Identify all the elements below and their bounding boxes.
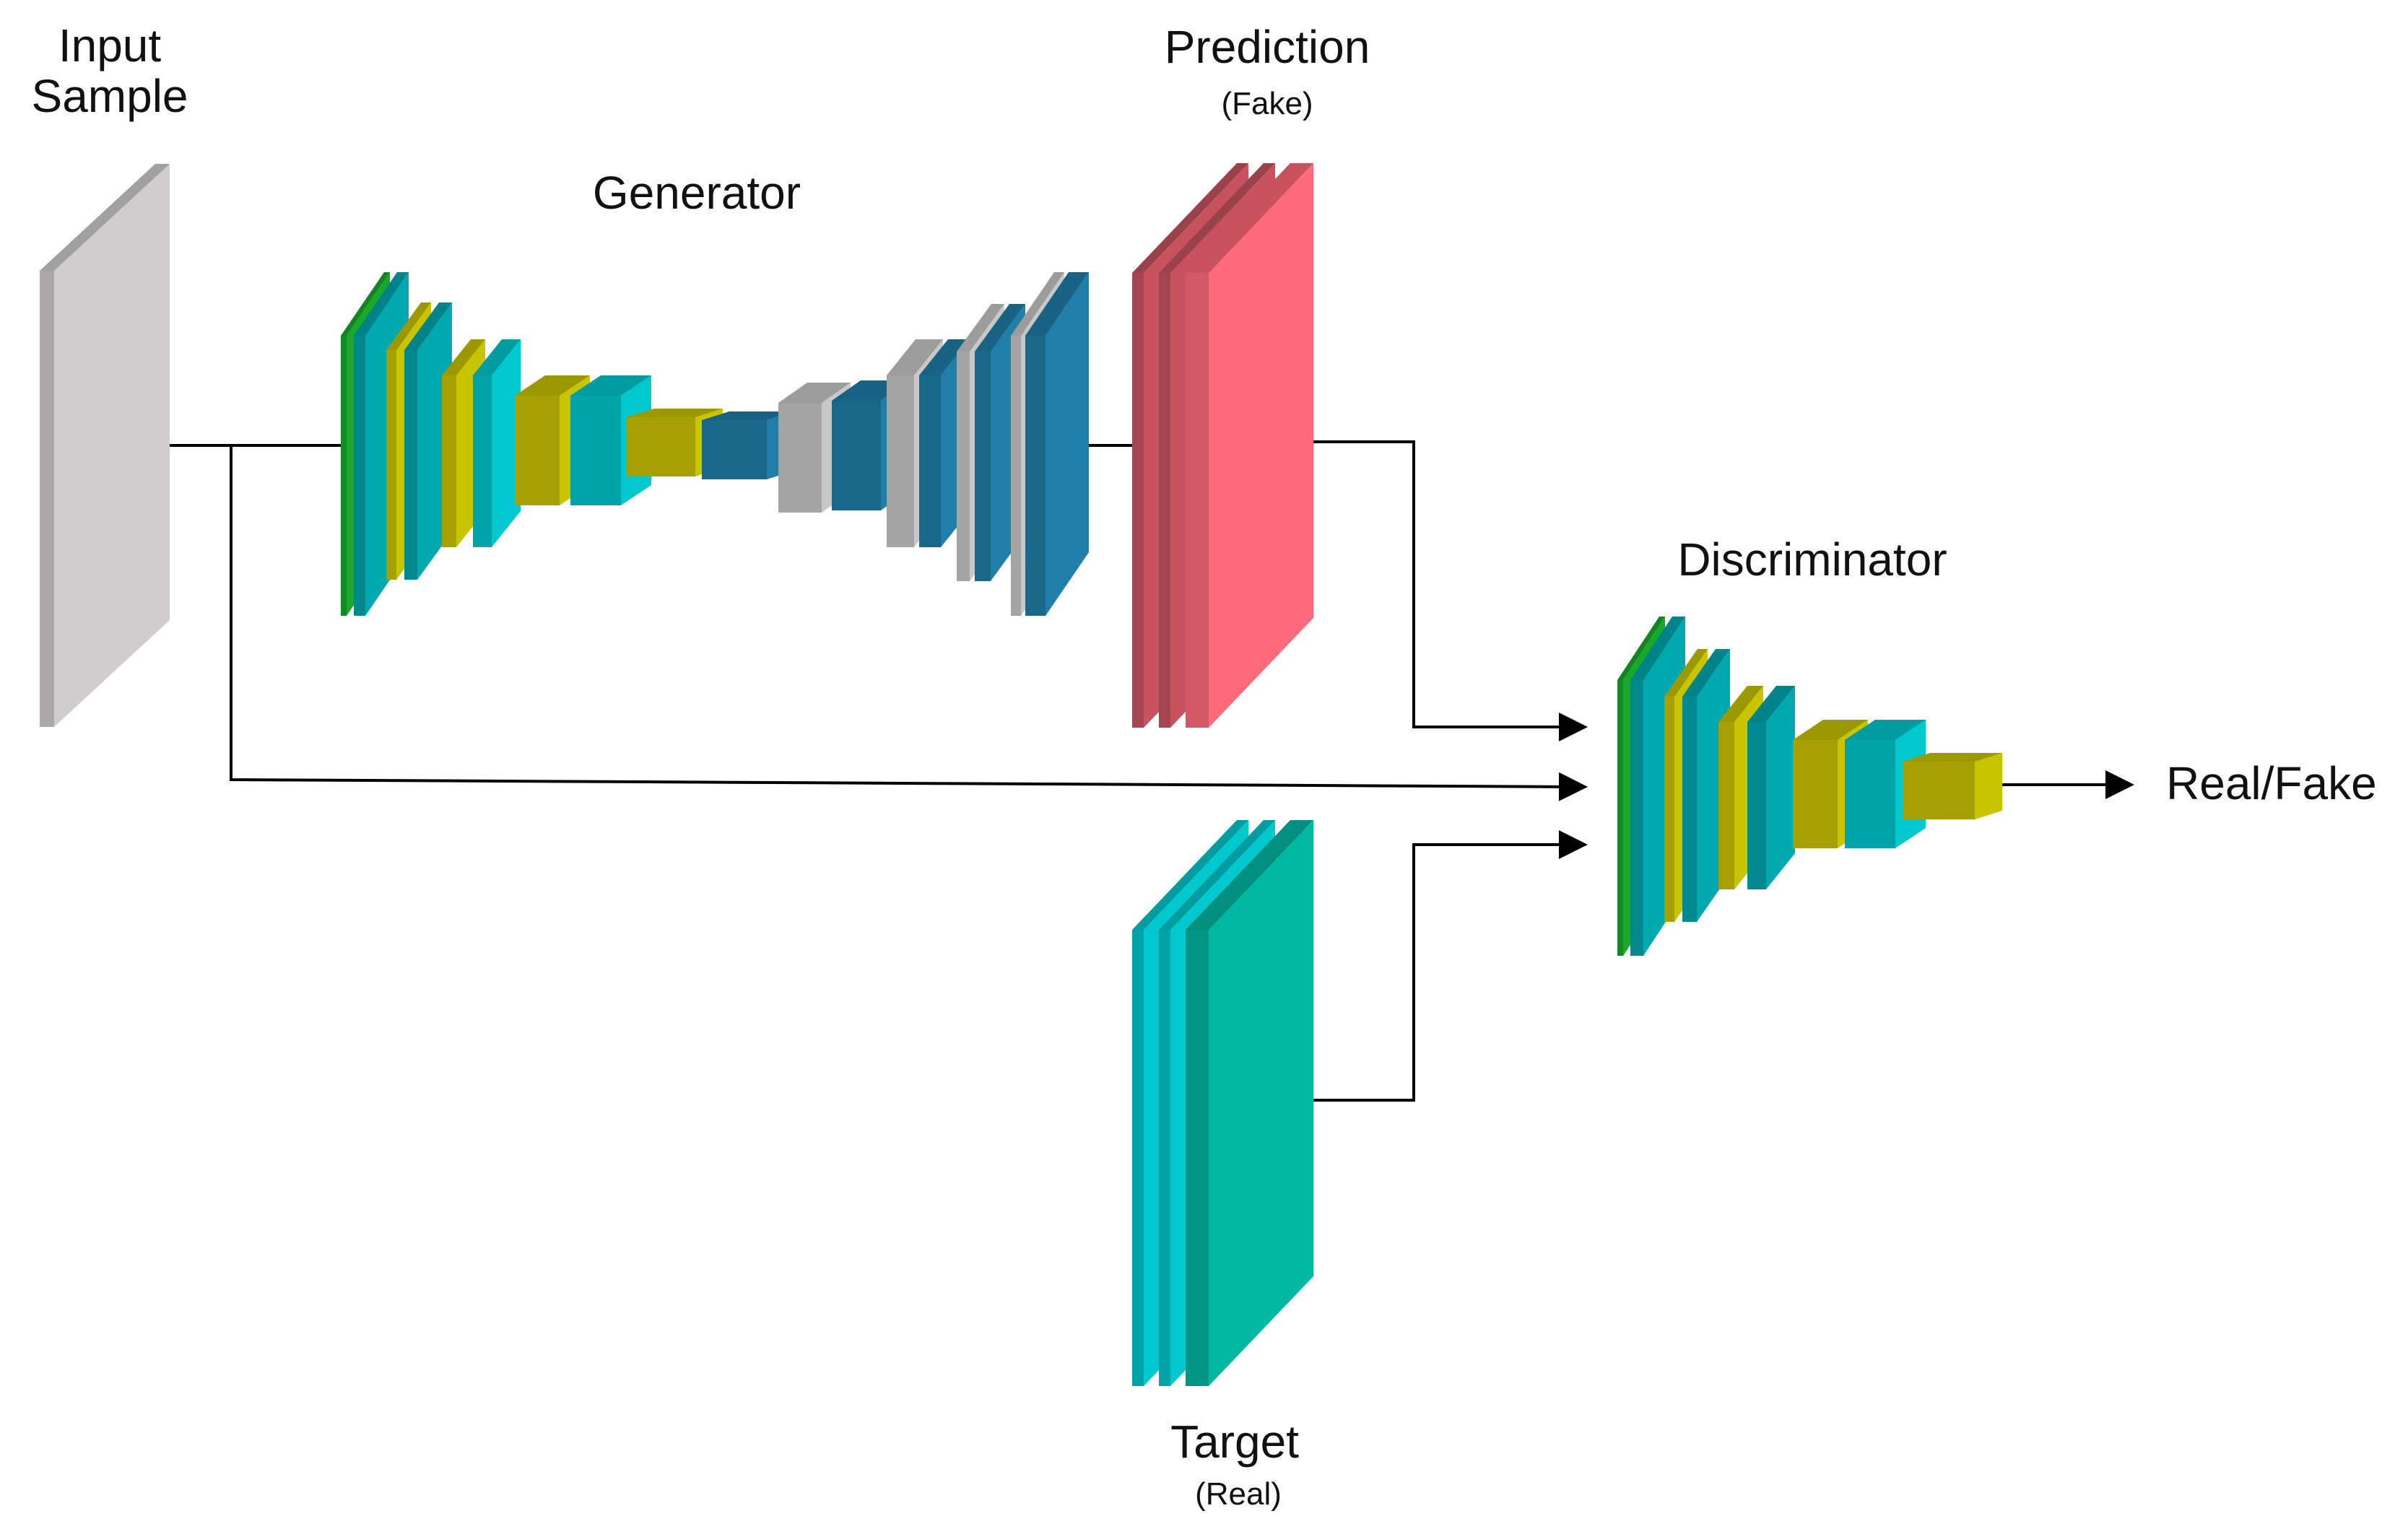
generator-layer-6 — [473, 339, 521, 547]
prediction-stack — [1132, 163, 1313, 728]
prediction-sublabel: (Fake) — [1221, 86, 1313, 121]
real-fake-output-label: Real/Fake — [2166, 757, 2377, 809]
target-stack — [1132, 820, 1313, 1386]
prediction-label: Prediction — [1164, 21, 1370, 73]
discriminator-layer-6 — [1747, 686, 1795, 889]
target-slab-3 — [1186, 820, 1313, 1386]
discriminator-network — [1617, 617, 2002, 956]
input-label-line1: Input — [58, 19, 162, 71]
input-sample-slab — [40, 164, 170, 727]
input-sample-label: Input Sample — [32, 20, 188, 122]
prediction-to-discriminator-arrow — [1251, 440, 1588, 741]
target-label: Target — [1170, 1416, 1299, 1468]
target-to-discriminator-arrow — [1251, 830, 1588, 1102]
target-sublabel: (Real) — [1195, 1476, 1282, 1512]
input-label-line2: Sample — [31, 70, 188, 123]
generator-layer-18 — [1025, 272, 1089, 616]
connectors — [139, 440, 2134, 1102]
discriminator-label: Discriminator — [1677, 533, 1947, 585]
prediction-slab-3 — [1186, 163, 1313, 728]
input-to-discriminator-arrow — [230, 445, 1588, 801]
generator-network — [341, 272, 1089, 616]
input-sample-block — [40, 164, 170, 727]
generator-label: Generator — [592, 167, 801, 219]
discriminator-layer-9 — [1903, 753, 2002, 819]
